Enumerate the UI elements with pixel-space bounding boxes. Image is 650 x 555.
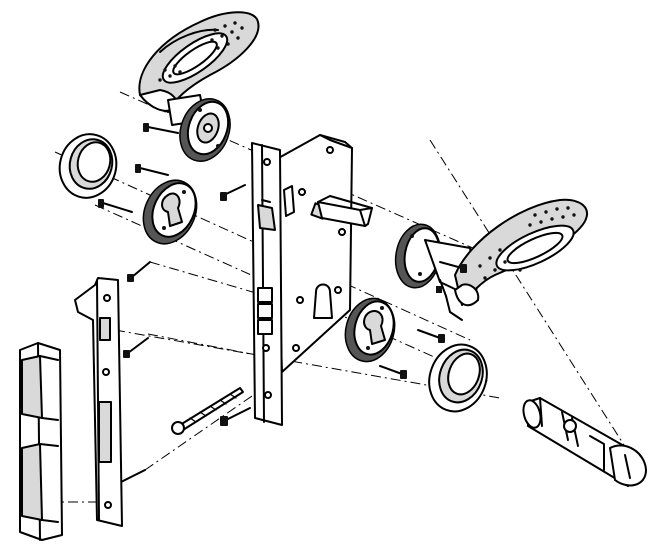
lever-handle-dots: [478, 206, 576, 280]
strike-bolt-opening: [98, 401, 112, 463]
axis-line-strike-mid: [147, 333, 263, 357]
axis-line-strike-top: [149, 261, 281, 301]
axis-line-cylinder-roses: [94, 204, 491, 383]
escutcheon-ring-right: [428, 343, 488, 413]
lever-handle-lower: [424, 198, 589, 321]
mortise-lock-body: [274, 134, 353, 373]
euro-cylinder: [522, 397, 647, 487]
strike-box: [19, 342, 63, 541]
axis-line-cylinder-pin: [429, 139, 646, 479]
lever-handle-dots: [158, 21, 244, 82]
cylinder-rose-left: [142, 179, 198, 245]
handle-rose-upper: [179, 98, 231, 162]
escutcheon-ring-left: [58, 133, 118, 199]
strike-latch-opening: [99, 317, 111, 341]
strike-plate: [74, 277, 123, 527]
spindle: [317, 195, 373, 227]
lever-handle-upper: [138, 11, 260, 126]
screw-group-right: [379, 261, 467, 379]
cylinder-rose-right: [344, 297, 396, 363]
faceplate: [251, 142, 283, 426]
screw-long: [171, 387, 251, 435]
